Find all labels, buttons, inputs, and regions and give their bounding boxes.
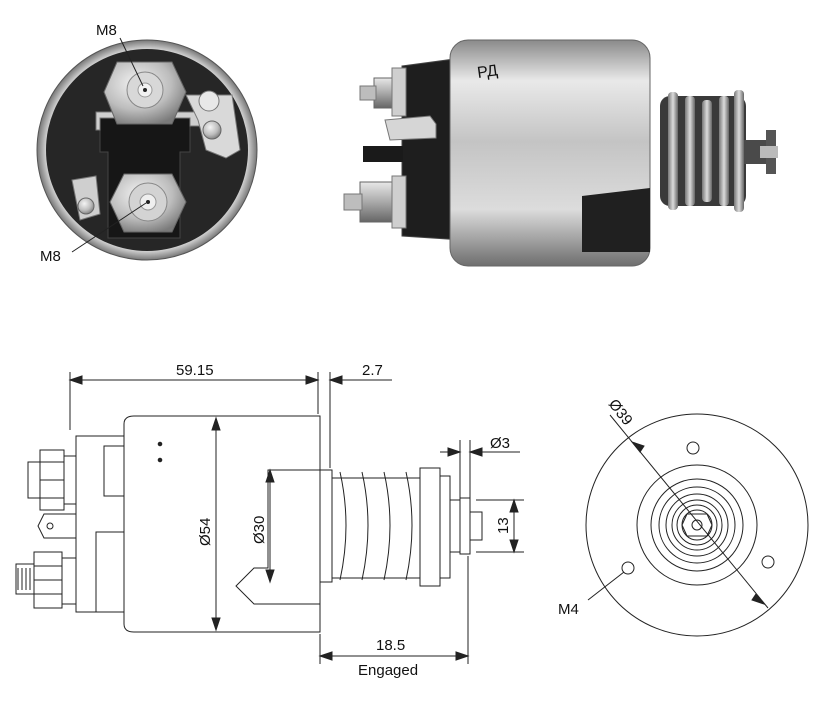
body-diameter-dimension: Ø54 bbox=[197, 518, 214, 546]
bottom-terminal-label: M8 bbox=[40, 248, 61, 265]
bolt-circle-dimension: Ø39 bbox=[605, 396, 636, 429]
plunger-diameter-dimension: Ø30 bbox=[251, 516, 268, 544]
end-view-photo: M8 M8 bbox=[36, 22, 258, 265]
side-view-dimensions bbox=[68, 372, 524, 664]
side-view-drawing bbox=[15, 415, 483, 633]
lower-stud bbox=[343, 175, 407, 229]
mounting-hole-left bbox=[621, 561, 635, 575]
thread-label: M4 bbox=[558, 601, 579, 618]
top-terminal-nut bbox=[103, 61, 187, 125]
front-view-drawing bbox=[585, 413, 809, 637]
body-marking: РД bbox=[476, 62, 499, 82]
travel-dimension: 18.5 bbox=[376, 637, 405, 654]
travel-caption: Engaged bbox=[358, 662, 418, 679]
side-view-photo: РД bbox=[343, 39, 778, 267]
mounting-hole-right bbox=[761, 555, 775, 569]
length-dimension: 59.15 bbox=[176, 362, 214, 379]
bottom-terminal-nut bbox=[109, 173, 187, 233]
gap-dimension: 2.7 bbox=[362, 362, 383, 379]
pin-dimension: Ø3 bbox=[490, 435, 510, 452]
shaft-dimension: 13 bbox=[495, 517, 512, 534]
upper-stud bbox=[359, 67, 407, 117]
top-terminal-label: M8 bbox=[96, 22, 117, 39]
plunger-spring bbox=[660, 90, 746, 212]
mounting-hole-top bbox=[686, 441, 700, 455]
